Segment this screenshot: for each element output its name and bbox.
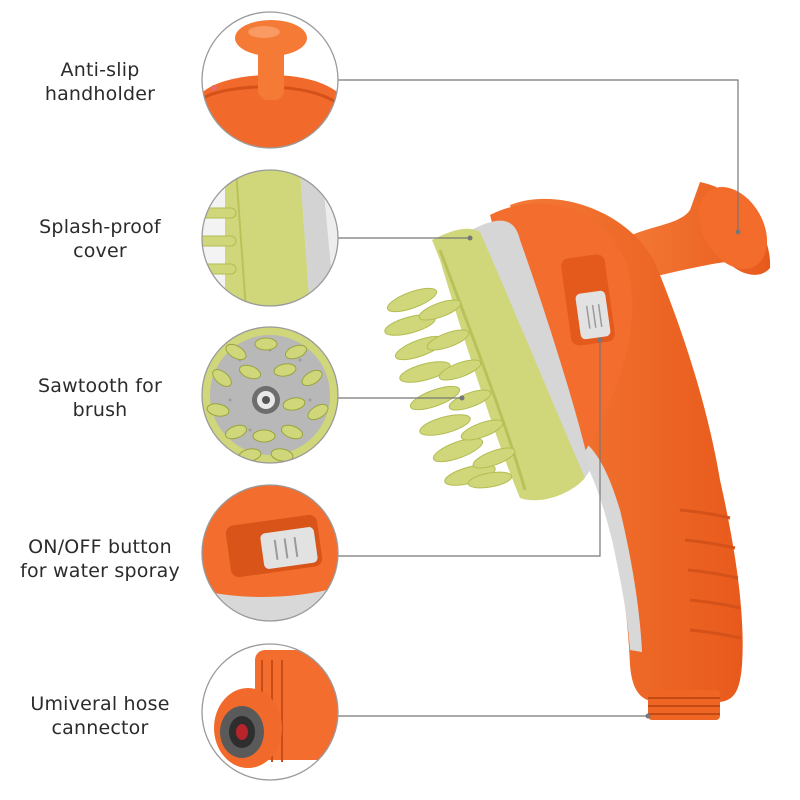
feature-label-line: for water sporay (20, 560, 180, 582)
switch-detail-icon (201, 484, 339, 622)
feature-label-line: ON/OFF button (28, 536, 172, 558)
feature-label-sawtooth: Sawtooth for brush (10, 374, 190, 422)
feature-label-line: cannector (51, 717, 149, 739)
lime-cover (432, 228, 585, 501)
feature-label-line: cover (73, 240, 127, 262)
brush-bristles (384, 287, 516, 489)
feature-label-anti-slip: Anti-slip handholder (10, 58, 190, 106)
feature-label-hose-connector: Umiveral hose cannector (10, 692, 190, 740)
feature-label-line: handholder (44, 83, 156, 105)
feature-label-line: brush (72, 399, 128, 421)
knob-cap (698, 187, 768, 269)
feature-label-on-off: ON/OFF button for water sporay (10, 535, 190, 583)
connector-lines (338, 79, 739, 717)
bristles-detail-icon (201, 326, 339, 464)
feature-label-line: Splash-proof (39, 216, 161, 238)
feature-label-splash-proof: Splash-proof cover (10, 215, 190, 263)
feature-label-line: Umiveral hose (30, 693, 170, 715)
feature-label-line: Sawtooth for (38, 375, 162, 397)
connector-line-1 (338, 79, 739, 232)
shower-sprayer-product (384, 182, 771, 720)
connector-line-4 (338, 340, 601, 557)
gray-grip-strip (575, 440, 642, 652)
grip-ridges (679, 508, 742, 640)
feature-label-line: Anti-slip (60, 59, 140, 81)
switch-button (575, 290, 611, 340)
hose-connector-detail-icon (201, 643, 339, 781)
knob-detail-icon (201, 11, 339, 149)
cover-detail-icon (201, 169, 339, 307)
